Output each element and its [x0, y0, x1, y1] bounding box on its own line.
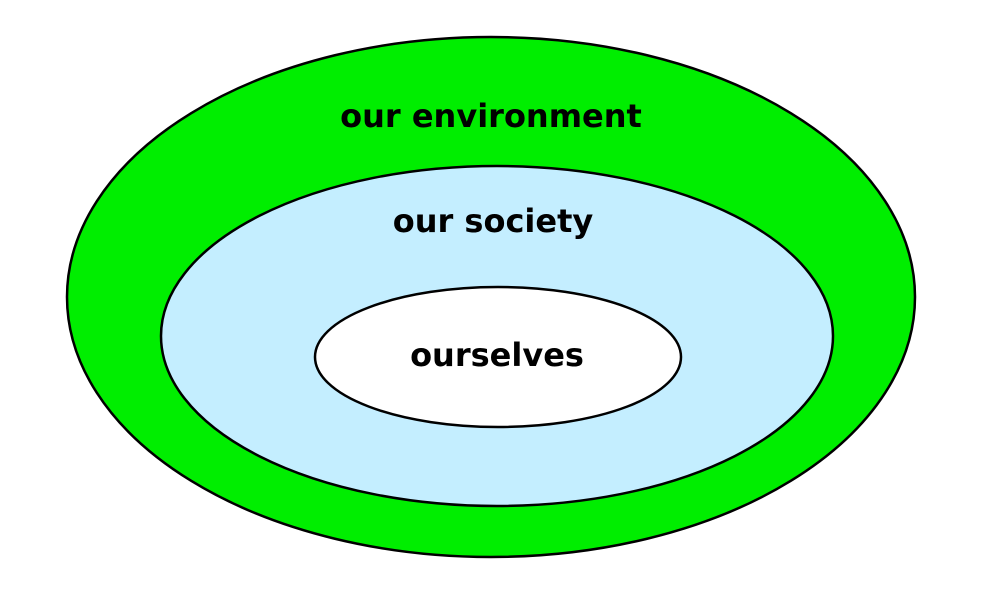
society-label: our society [393, 202, 594, 240]
environment-label: our environment [340, 97, 642, 135]
ourselves-label: ourselves [410, 336, 584, 374]
ourselves-ellipse [313, 285, 683, 429]
